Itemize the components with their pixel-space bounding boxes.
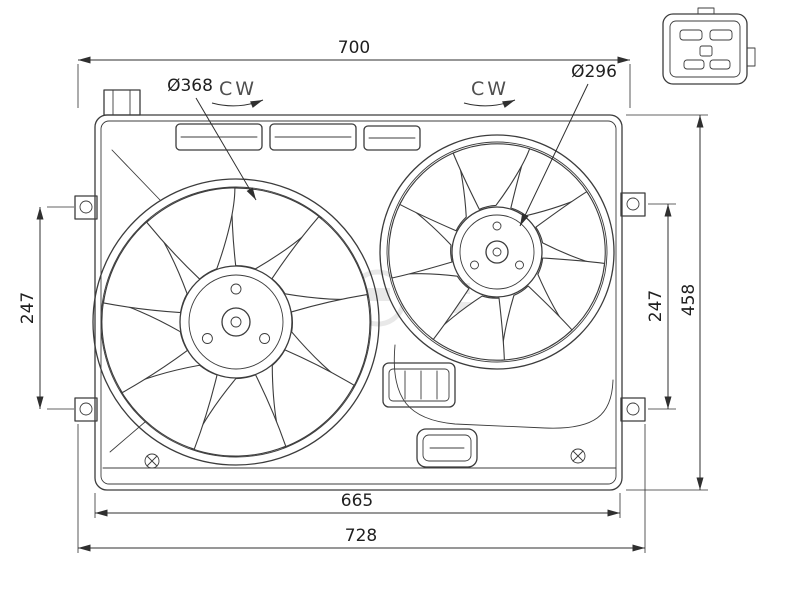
dim-right-outer-height-label: 458 [679,284,699,316]
dim-left-height: 247 [18,206,74,410]
left-fan-blades [88,174,381,464]
mounting-bracket-right-lower [620,397,646,422]
left-rotation-arrow-icon [211,99,264,108]
right-rotation-annotation: CW [463,78,516,108]
dim-top-width: 700 [77,38,631,108]
mounting-bracket-right-upper [620,192,646,217]
control-module-lower [416,428,478,468]
dim-right-inner-height: 247 [646,203,676,410]
dim-bottom-inner-width: 665 [94,491,621,518]
shroud-top-vents [175,123,421,151]
left-rotation-label: CW [219,78,257,100]
dim-right-inner-height-label: 247 [646,290,666,322]
right-rotation-label: CW [471,78,509,100]
mounting-bracket-left-lower [74,397,98,422]
right-rotation-arrow-icon [463,99,516,108]
connector-plug [662,7,756,85]
left-rotation-annotation: CW [211,78,264,108]
left-fan [88,174,381,466]
dim-bottom-inner-width-label: 665 [341,491,373,511]
dim-left-fan-diameter: Ø368 [167,76,257,201]
dim-bottom-outer-width: 728 [77,424,646,553]
mounting-bracket-left-upper [74,195,98,220]
screw-bottom-left [144,453,160,469]
dim-top-width-label: 700 [338,38,370,58]
fan-shroud [94,114,623,491]
dim-right-outer-height: 458 [626,114,708,491]
dim-bottom-outer-width-label: 728 [345,526,377,546]
dim-left-height-label: 247 [18,292,38,324]
control-module-upper [382,362,456,408]
right-fan-blades [381,136,617,372]
left-fan-diameter-label: Ø368 [167,76,213,96]
right-fan [379,134,617,372]
screw-bottom-right [570,448,586,464]
mounting-bracket-top-left [103,89,141,116]
dim-right-fan-diameter: Ø296 [519,62,617,227]
right-fan-hub [451,206,543,298]
right-fan-diameter-label: Ø296 [571,62,617,82]
left-fan-hub [179,265,293,379]
